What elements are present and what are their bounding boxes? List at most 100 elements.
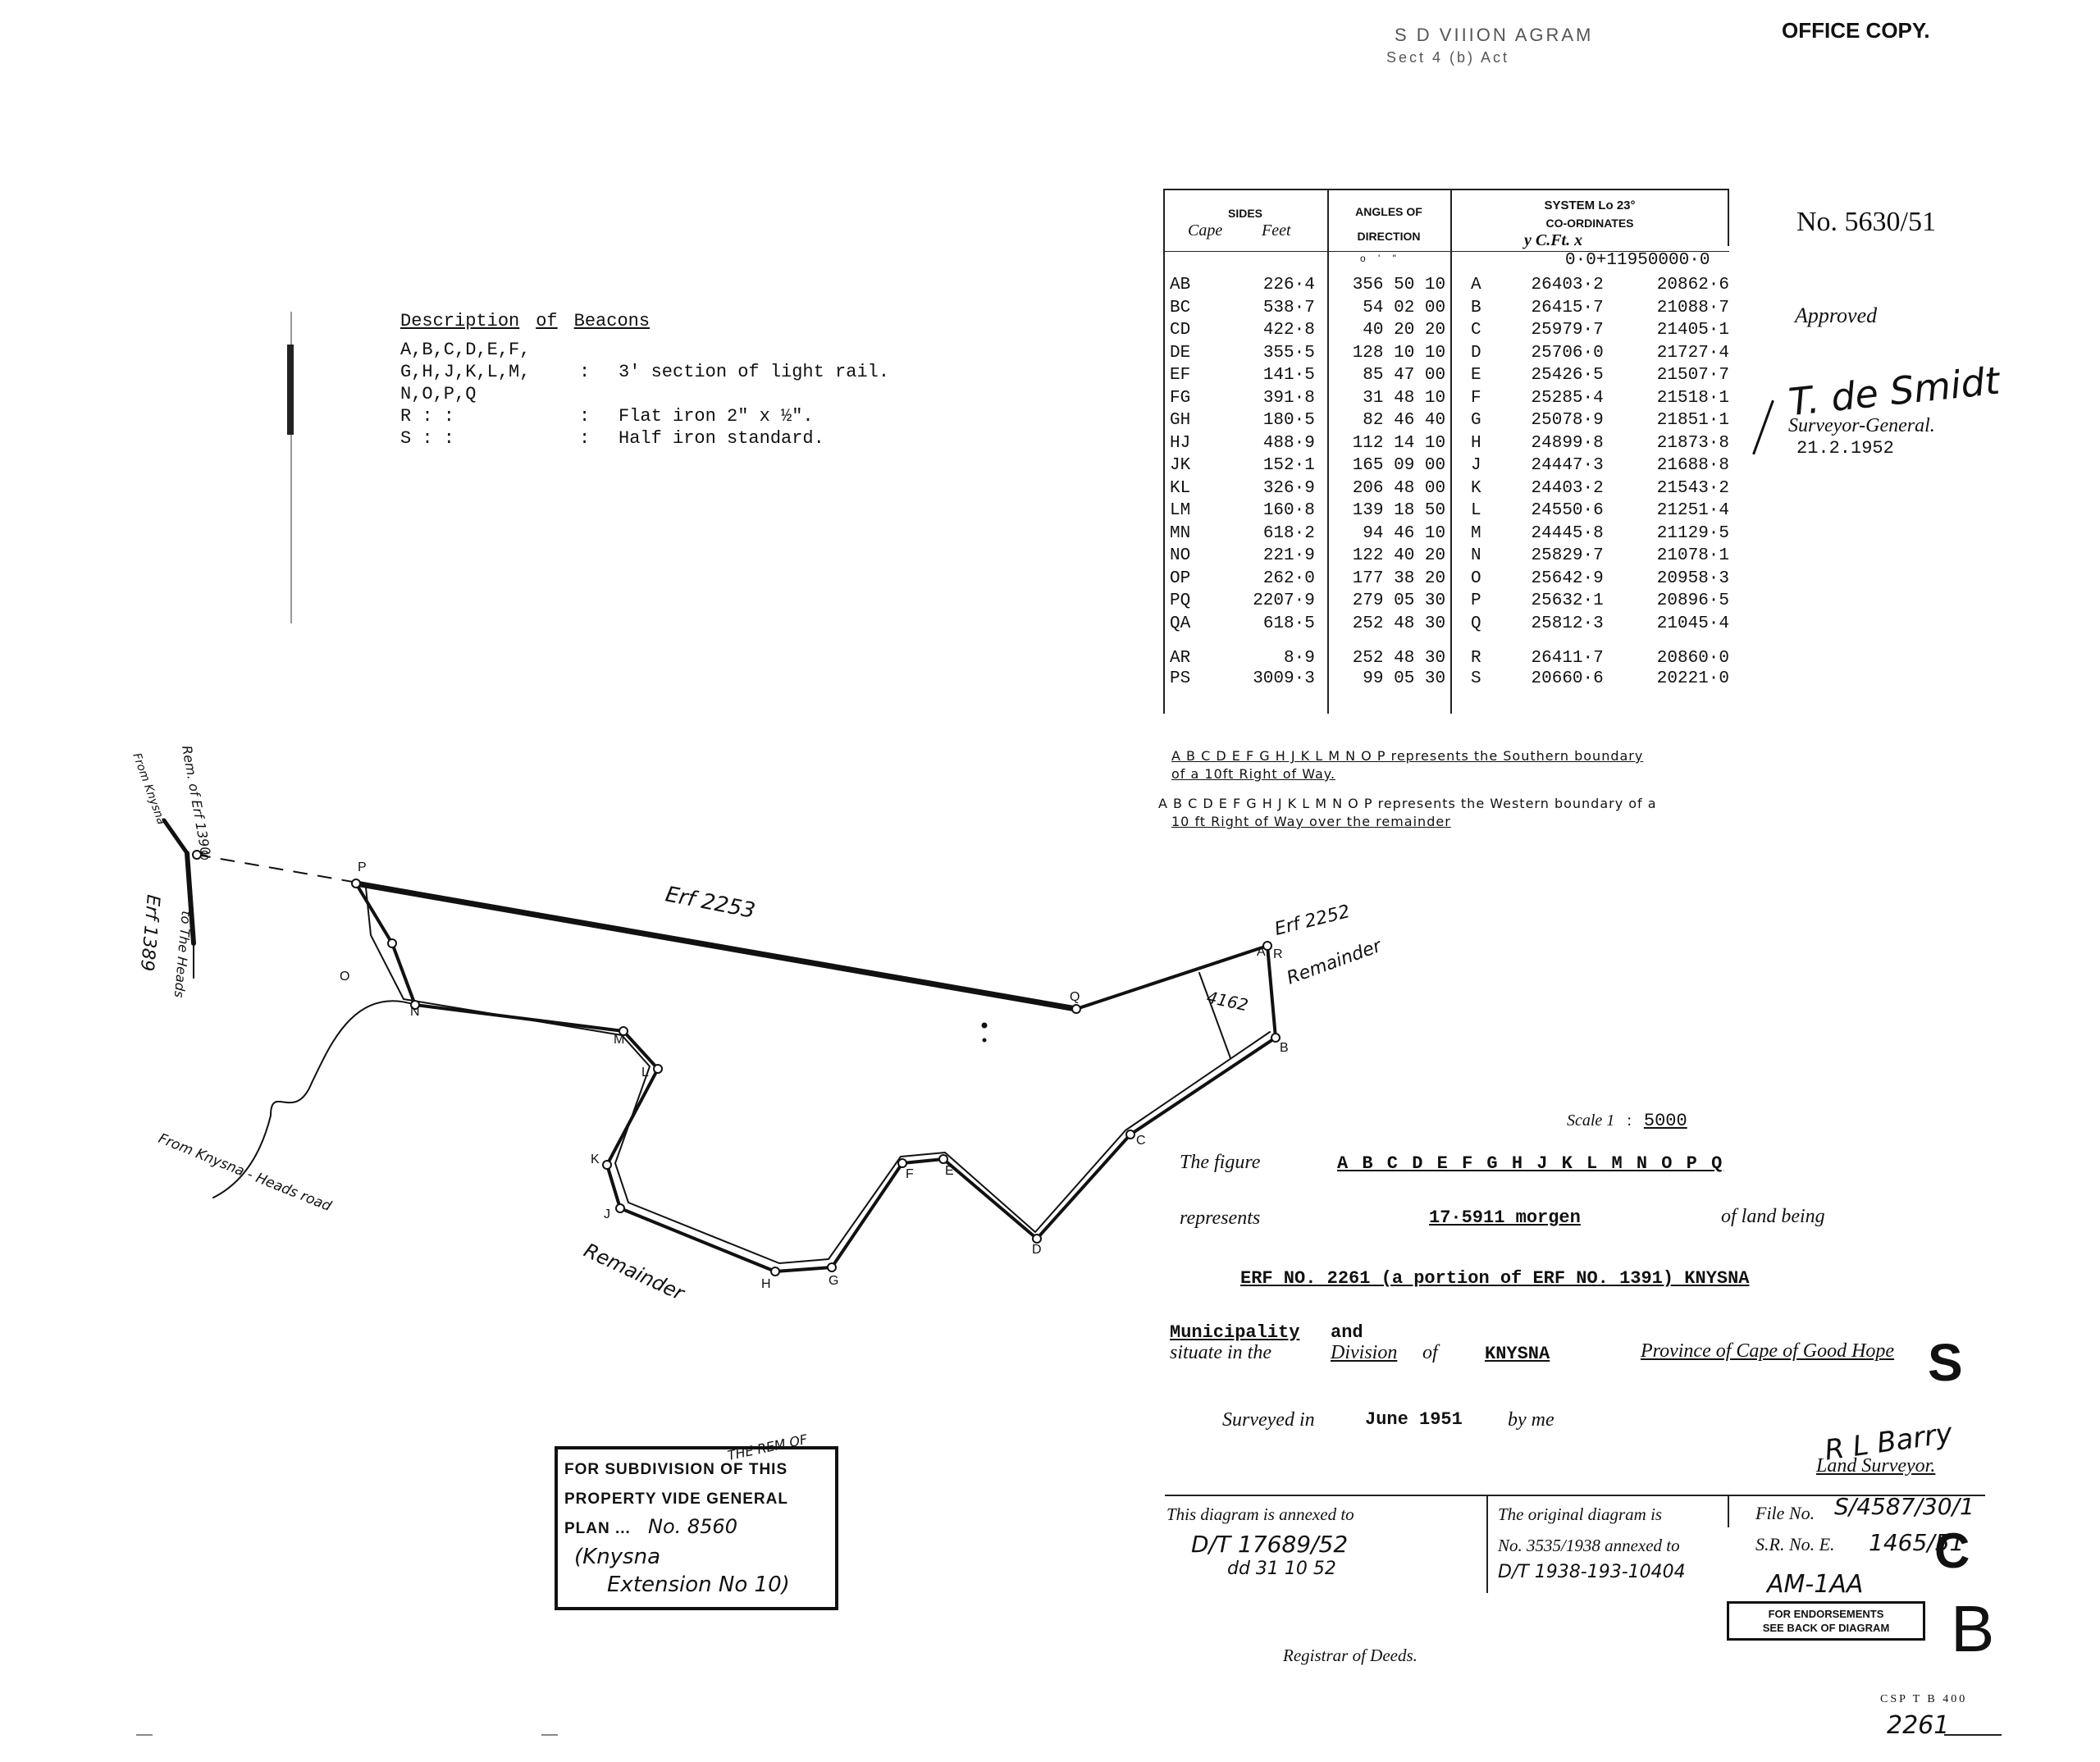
vertex-label-f: F: [906, 1167, 914, 1181]
approval-date: 21.2.1952: [1796, 438, 1894, 459]
point-cell: P: [1471, 591, 1481, 611]
length-cell: 488·9: [1262, 433, 1315, 453]
length-cell: 152·1: [1262, 456, 1315, 476]
note-southern-1: A B C D E F G H J K L M N O P represents…: [1171, 748, 1644, 764]
header-coordinates: CO-ORDINATES: [1545, 217, 1634, 230]
scale-value: 5000: [1643, 1111, 1687, 1131]
margin-rule: [290, 312, 292, 623]
dimension-line: [1198, 972, 1231, 1059]
vertex-label-n: N: [410, 1005, 420, 1019]
point-cell: K: [1471, 478, 1481, 498]
vertex-label-q: Q: [1070, 990, 1080, 1004]
point-cell: F: [1471, 388, 1481, 408]
subdivision-stamp: THE REM OF FOR SUBDIVISION OF THIS PROPE…: [555, 1431, 838, 1610]
annex-divider-2: [1728, 1495, 1729, 1527]
y-coordinate-cell: 24899·8: [1531, 433, 1604, 453]
header-constant: 0·0+11950000·0: [1565, 251, 1710, 270]
y-coordinate-cell: 24550·6: [1531, 501, 1604, 521]
beacon-sep: :: [579, 406, 591, 427]
side-cell: JK: [1170, 456, 1191, 476]
x-coordinate-cell: 20896·5: [1656, 591, 1729, 611]
rem-erf-boundary: [162, 818, 189, 856]
point-cell: E: [1471, 366, 1481, 386]
side-cell: AB: [1170, 276, 1191, 295]
side-cell: NO: [1170, 546, 1191, 566]
file-number-label: File No.: [1755, 1503, 1815, 1523]
scale-line: Scale 1 : 5000: [1567, 1111, 1687, 1131]
side-cell: FG: [1170, 388, 1191, 408]
beacon-descriptions: Description of Beacons A,B,C,D,E,F, G,H,…: [400, 310, 889, 450]
length-cell: 538·7: [1262, 298, 1315, 317]
beacon-desc: Half iron standard.: [619, 428, 824, 449]
beacons-heading-b: of: [536, 311, 558, 331]
label-from-knysna-road: From Knysna - Heads road: [156, 1130, 334, 1215]
beacons-heading-c: Beacons: [573, 311, 651, 331]
angle-cell: 252 48 30: [1352, 649, 1446, 668]
point-cell: S: [1471, 669, 1481, 689]
right-of-way-line: [365, 887, 1271, 1264]
label-dimension-4162: 4162: [1205, 987, 1250, 1015]
access-road: [212, 1000, 416, 1198]
table-top-rule: [1163, 189, 1729, 190]
y-coordinate-cell: 26415·7: [1531, 298, 1604, 317]
side-cell: DE: [1170, 343, 1191, 363]
vertex-label-h: H: [761, 1277, 771, 1291]
annexed-date: dd 31 10 52: [1227, 1559, 1336, 1579]
angle-cell: 85 47 00: [1363, 366, 1446, 386]
ps-dashed-line: [196, 854, 354, 883]
original-diagram-label: The original diagram is: [1498, 1504, 1663, 1524]
header-dms: o ' ": [1360, 253, 1401, 264]
vertex-label-s: S: [200, 849, 209, 863]
angle-cell: 128 10 10: [1352, 343, 1446, 363]
y-coordinate-cell: 25632·1: [1531, 591, 1604, 611]
subdivision-plan-label: PLAN ...: [564, 1520, 631, 1537]
file-number-value: S/4587/30/1: [1834, 1493, 1974, 1520]
label-remainder-bottom: Remainder: [580, 1239, 689, 1306]
y-coordinate-cell: 25426·5: [1531, 366, 1604, 386]
annexed-deed-number: D/T 17689/52: [1191, 1531, 1349, 1558]
represents-label: represents: [1180, 1207, 1261, 1229]
original-deed-number: D/T 1938-193-10404: [1498, 1562, 1686, 1582]
by-me-label: by me: [1508, 1409, 1554, 1431]
approved-label: Approved: [1795, 304, 1878, 327]
point-cell: G: [1471, 411, 1481, 431]
beacons-heading-a: Description: [400, 311, 520, 331]
x-coordinate-cell: 21507·7: [1656, 366, 1729, 386]
header-cape: Cape: [1188, 221, 1223, 240]
point-cell: J: [1471, 456, 1481, 476]
office-copy-stamp: OFFICE COPY.: [1782, 18, 1930, 43]
footer-csp: CSP T B 400: [1880, 1693, 1968, 1705]
beacon-letters: R : :: [400, 406, 455, 427]
side-cell: EF: [1170, 366, 1191, 386]
stamp-line-2: Sect 4 (b) Act: [1386, 49, 1510, 66]
angle-cell: 177 38 20: [1352, 568, 1446, 588]
label-from-knysna-top: From Knysna: [130, 751, 167, 826]
label-erf-2252: Erf 2252: [1272, 902, 1352, 940]
side-cell: PS: [1170, 669, 1191, 689]
y-coordinate-cell: 24403·2: [1531, 478, 1604, 498]
point-cell: R: [1471, 649, 1481, 668]
diagram-number: No. 5630/51: [1796, 207, 1936, 237]
header-angles-2: DIRECTION: [1357, 230, 1421, 243]
angle-cell: 99 05 30: [1363, 669, 1446, 689]
vertex-label-k: K: [591, 1153, 600, 1166]
stamp-line-1: S D VIIION AGRAM: [1395, 25, 1594, 45]
vertex-label-j: J: [604, 1207, 610, 1221]
sr-number-label: S.R. No. E.: [1755, 1534, 1835, 1554]
side-cell: LM: [1170, 501, 1191, 521]
x-coordinate-cell: 21851·1: [1656, 411, 1729, 431]
table-right-rule: [1728, 189, 1729, 246]
angle-cell: 82 46 40: [1363, 411, 1446, 431]
side-cell: CD: [1170, 321, 1191, 340]
annexed-label: This diagram is annexed to: [1166, 1504, 1354, 1524]
note-southern-2: of a 10ft Right of Way.: [1171, 766, 1336, 782]
label-remainder-right: Remainder: [1285, 935, 1386, 988]
annex-divider: [1486, 1495, 1488, 1593]
angle-cell: 356 50 10: [1352, 276, 1446, 295]
angle-cell: 252 48 30: [1352, 614, 1446, 633]
